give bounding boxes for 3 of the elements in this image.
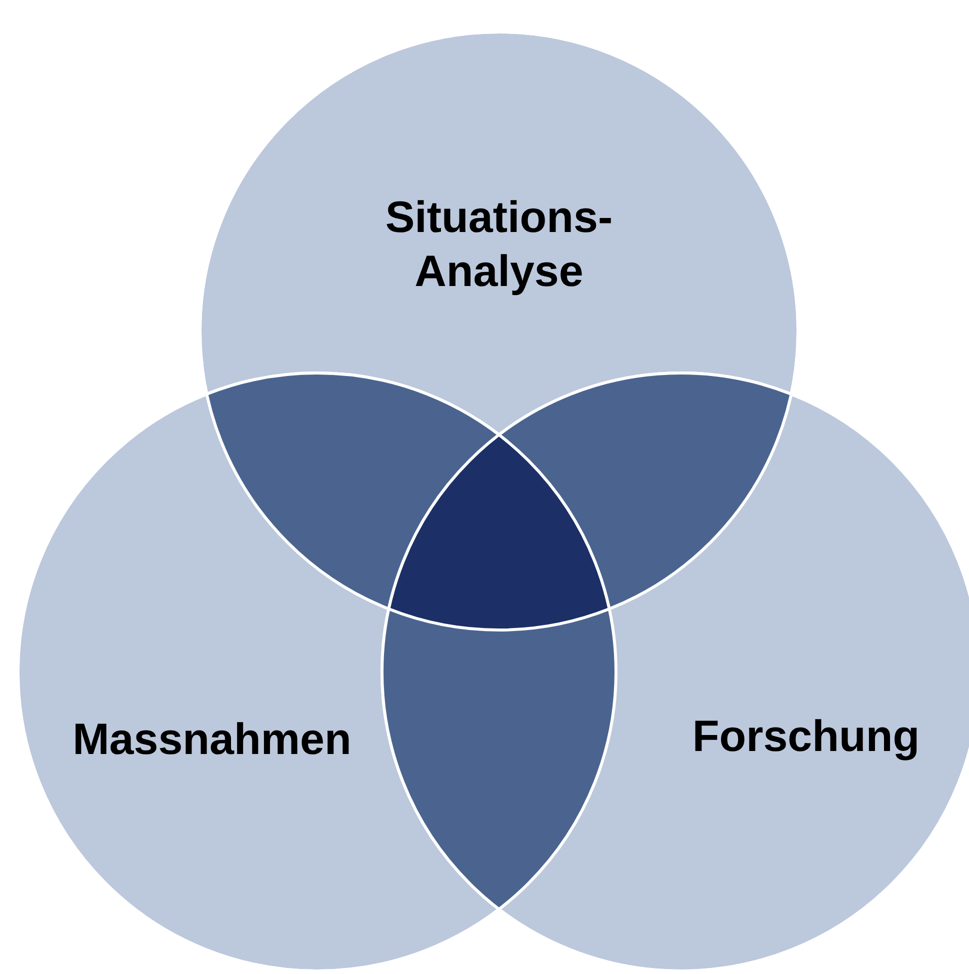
circle-label: Massnahmen <box>72 714 352 766</box>
circle-label: Situations- Analyse <box>384 192 614 298</box>
circle-label: Forschung <box>691 711 921 763</box>
